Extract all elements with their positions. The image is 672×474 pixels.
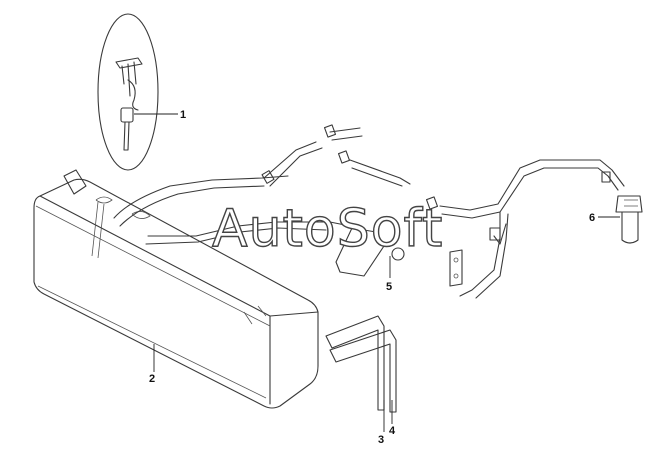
pipe-fittings <box>261 124 611 241</box>
callout-6: 6 <box>589 212 595 224</box>
callout-leaders <box>134 113 620 432</box>
callout-3: 3 <box>378 434 384 446</box>
fuel-filter <box>615 195 643 244</box>
sensor-detail-view <box>97 13 159 171</box>
watermark-text: AutoSoft <box>212 199 443 259</box>
callout-2: 2 <box>149 373 155 385</box>
mounting-bracket <box>335 227 463 287</box>
fuel-tank <box>33 169 319 409</box>
callout-4: 4 <box>389 425 396 437</box>
callout-1: 1 <box>180 109 186 121</box>
fuel-lines <box>113 127 625 299</box>
tank-straps <box>325 315 397 413</box>
callout-5: 5 <box>386 281 392 293</box>
